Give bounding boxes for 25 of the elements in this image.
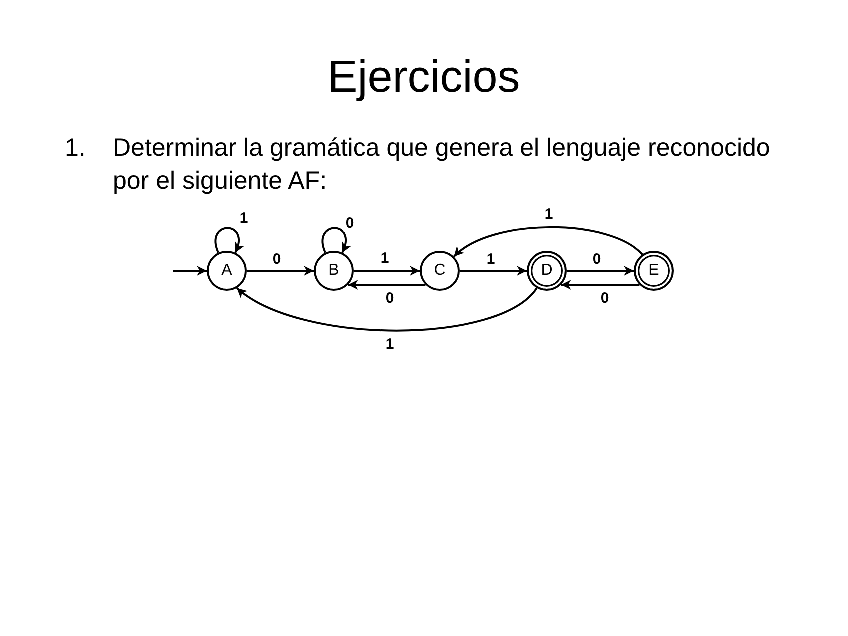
transition-arrow bbox=[247, 266, 314, 276]
self-loop-arrow bbox=[214, 227, 244, 254]
list-number: 1. bbox=[65, 133, 86, 164]
double-circle-state bbox=[527, 251, 567, 291]
edge-label: 0 bbox=[344, 216, 356, 232]
state-circle bbox=[420, 251, 460, 291]
slide-title: Ejercicios bbox=[328, 51, 520, 103]
state-circle bbox=[207, 251, 247, 291]
transition-arrow bbox=[236, 287, 538, 332]
state-label: E bbox=[648, 262, 660, 280]
transition-arrow bbox=[460, 266, 527, 276]
state-label: D bbox=[541, 262, 553, 280]
state-circle bbox=[314, 251, 354, 291]
self-loop-arrow bbox=[322, 227, 351, 254]
transition-arrow bbox=[453, 226, 644, 258]
transition-arrow bbox=[567, 266, 634, 276]
state-label: A bbox=[222, 262, 232, 280]
state-label: B bbox=[328, 262, 340, 280]
start-arrow bbox=[173, 266, 207, 276]
exercise-text: Determinar la gramática que genera el lenguaje reconocido por el siguiente AF: bbox=[113, 133, 772, 197]
transition-arrow bbox=[354, 266, 420, 276]
state-label: C bbox=[434, 262, 446, 280]
double-circle-state bbox=[634, 251, 674, 291]
transition-arrow bbox=[348, 280, 426, 290]
transition-arrow bbox=[561, 280, 640, 290]
